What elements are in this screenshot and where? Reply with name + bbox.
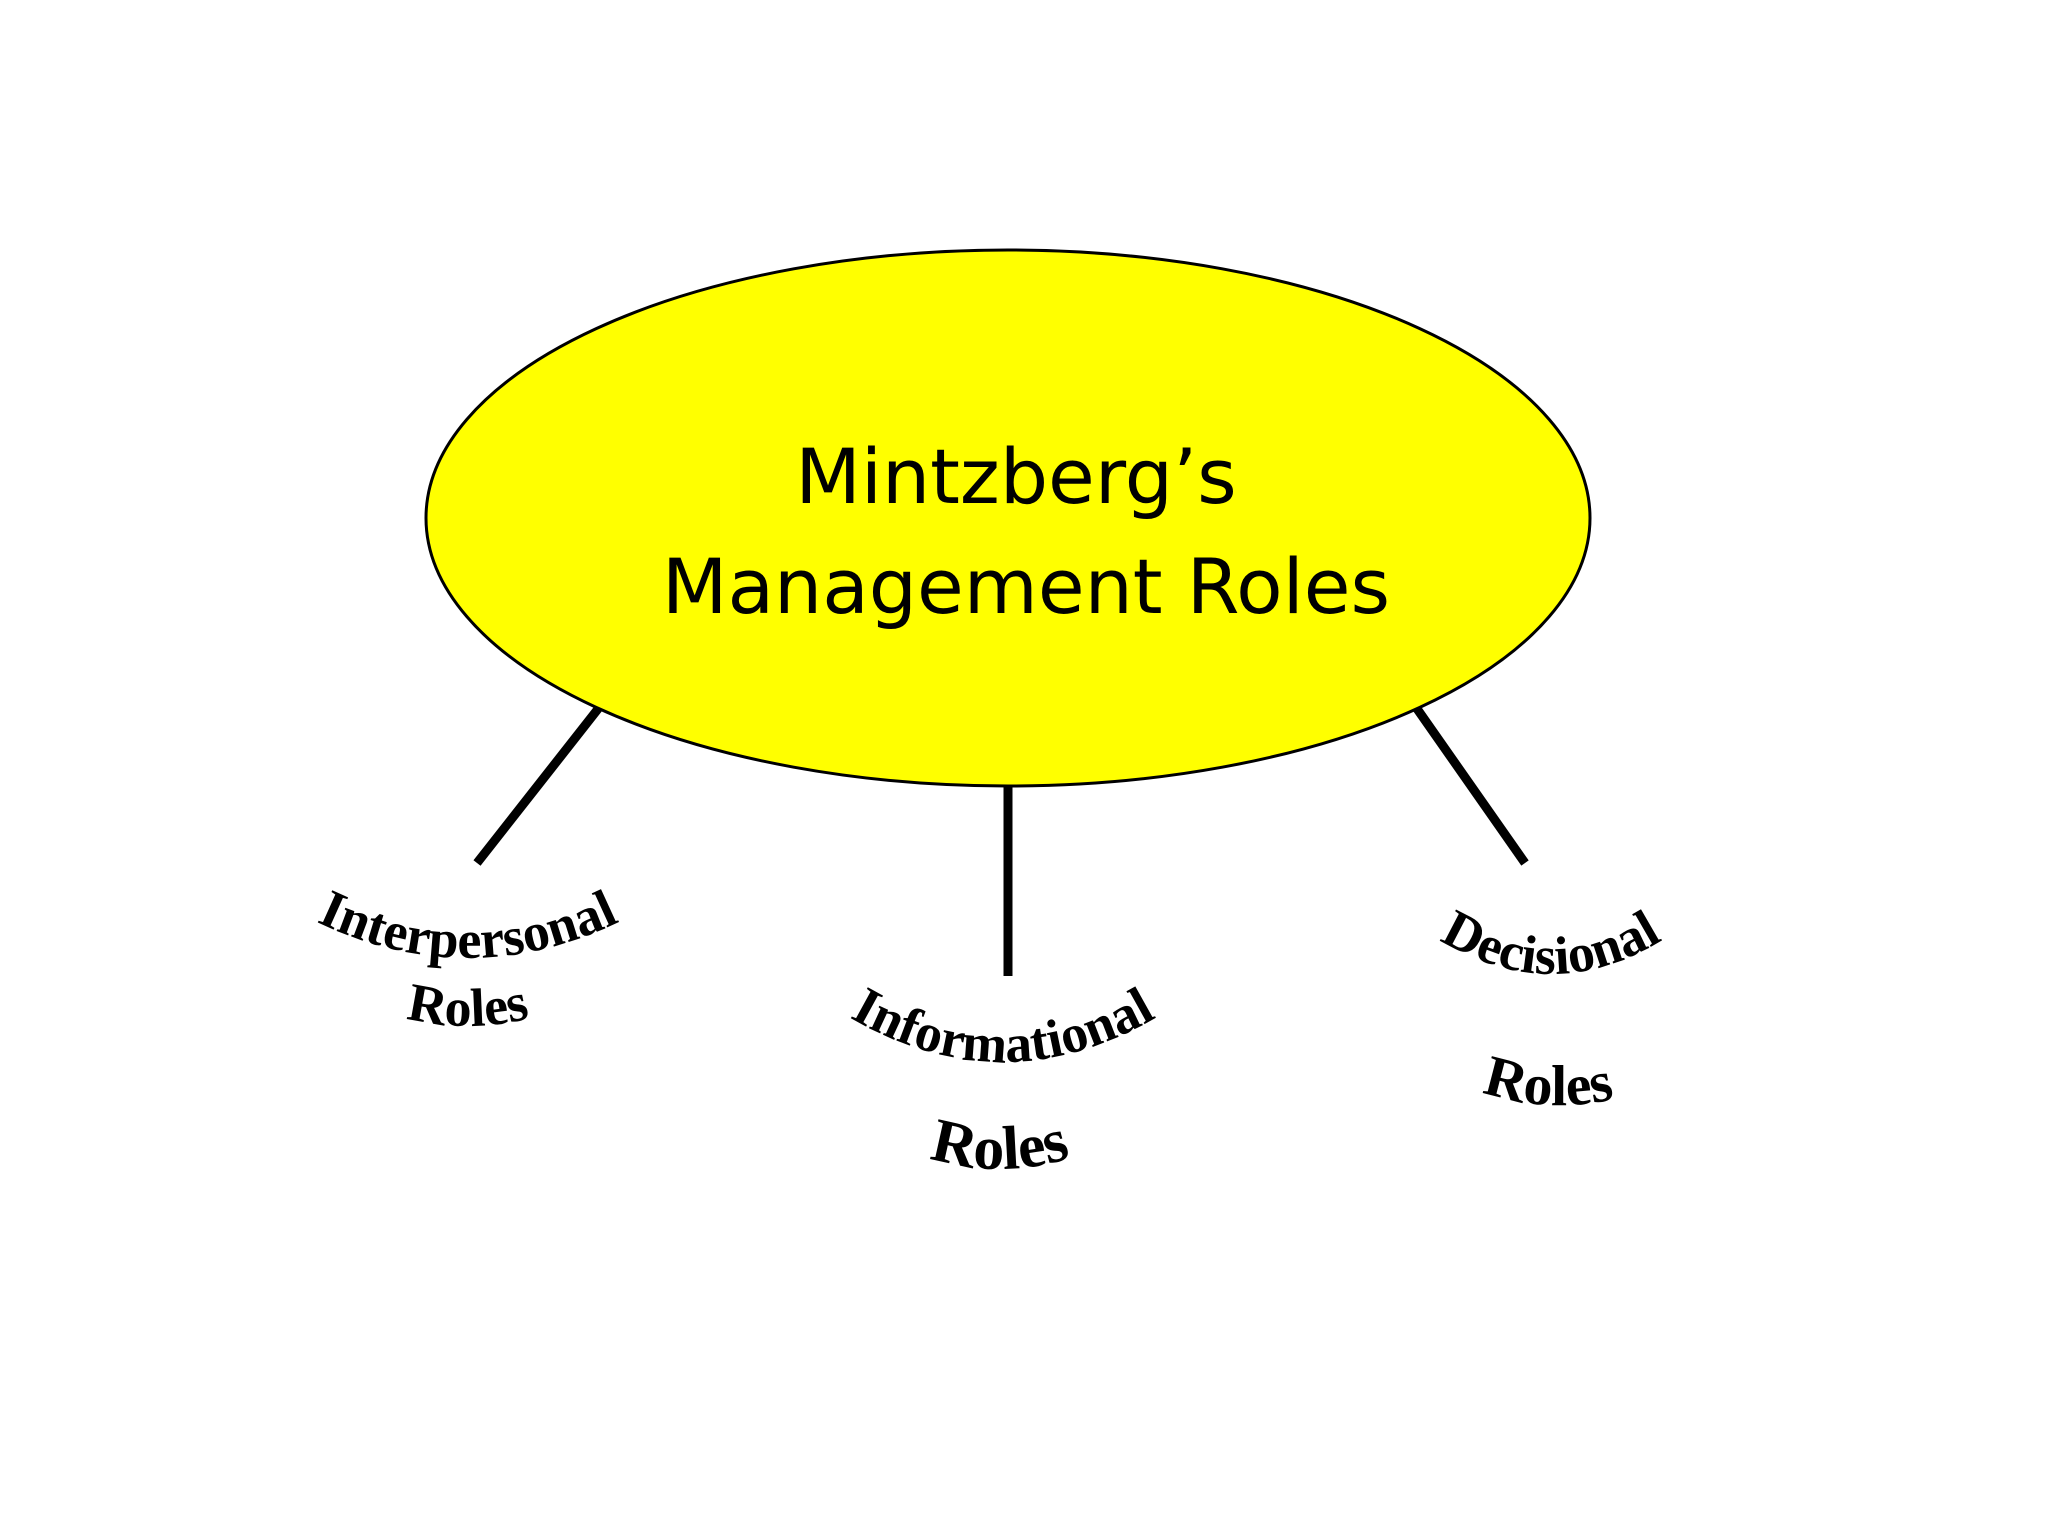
decisional-line1-text: Decisional bbox=[1433, 898, 1669, 986]
interpersonal-line2-text: Roles bbox=[403, 971, 532, 1038]
informational-line1-text: Informational bbox=[843, 975, 1162, 1075]
interpersonal-line1-text: Interpersonal bbox=[311, 878, 625, 970]
informational-line2-text: Roles bbox=[926, 1106, 1075, 1184]
decisional-line2-text: Roles bbox=[1478, 1041, 1621, 1122]
branch-label-decisional: Decisional Roles bbox=[1433, 898, 1669, 1122]
branch-label-informational: Informational Roles bbox=[843, 975, 1162, 1183]
connector-line-right bbox=[1409, 700, 1529, 866]
connector-line-left bbox=[473, 697, 609, 866]
branch-label-interpersonal: Interpersonal Roles bbox=[311, 878, 625, 1038]
ellipse-title-line1: Mintzberg’s bbox=[795, 432, 1236, 521]
ellipse-title-line2: Management Roles bbox=[662, 542, 1390, 631]
central-ellipse bbox=[424, 248, 1592, 788]
